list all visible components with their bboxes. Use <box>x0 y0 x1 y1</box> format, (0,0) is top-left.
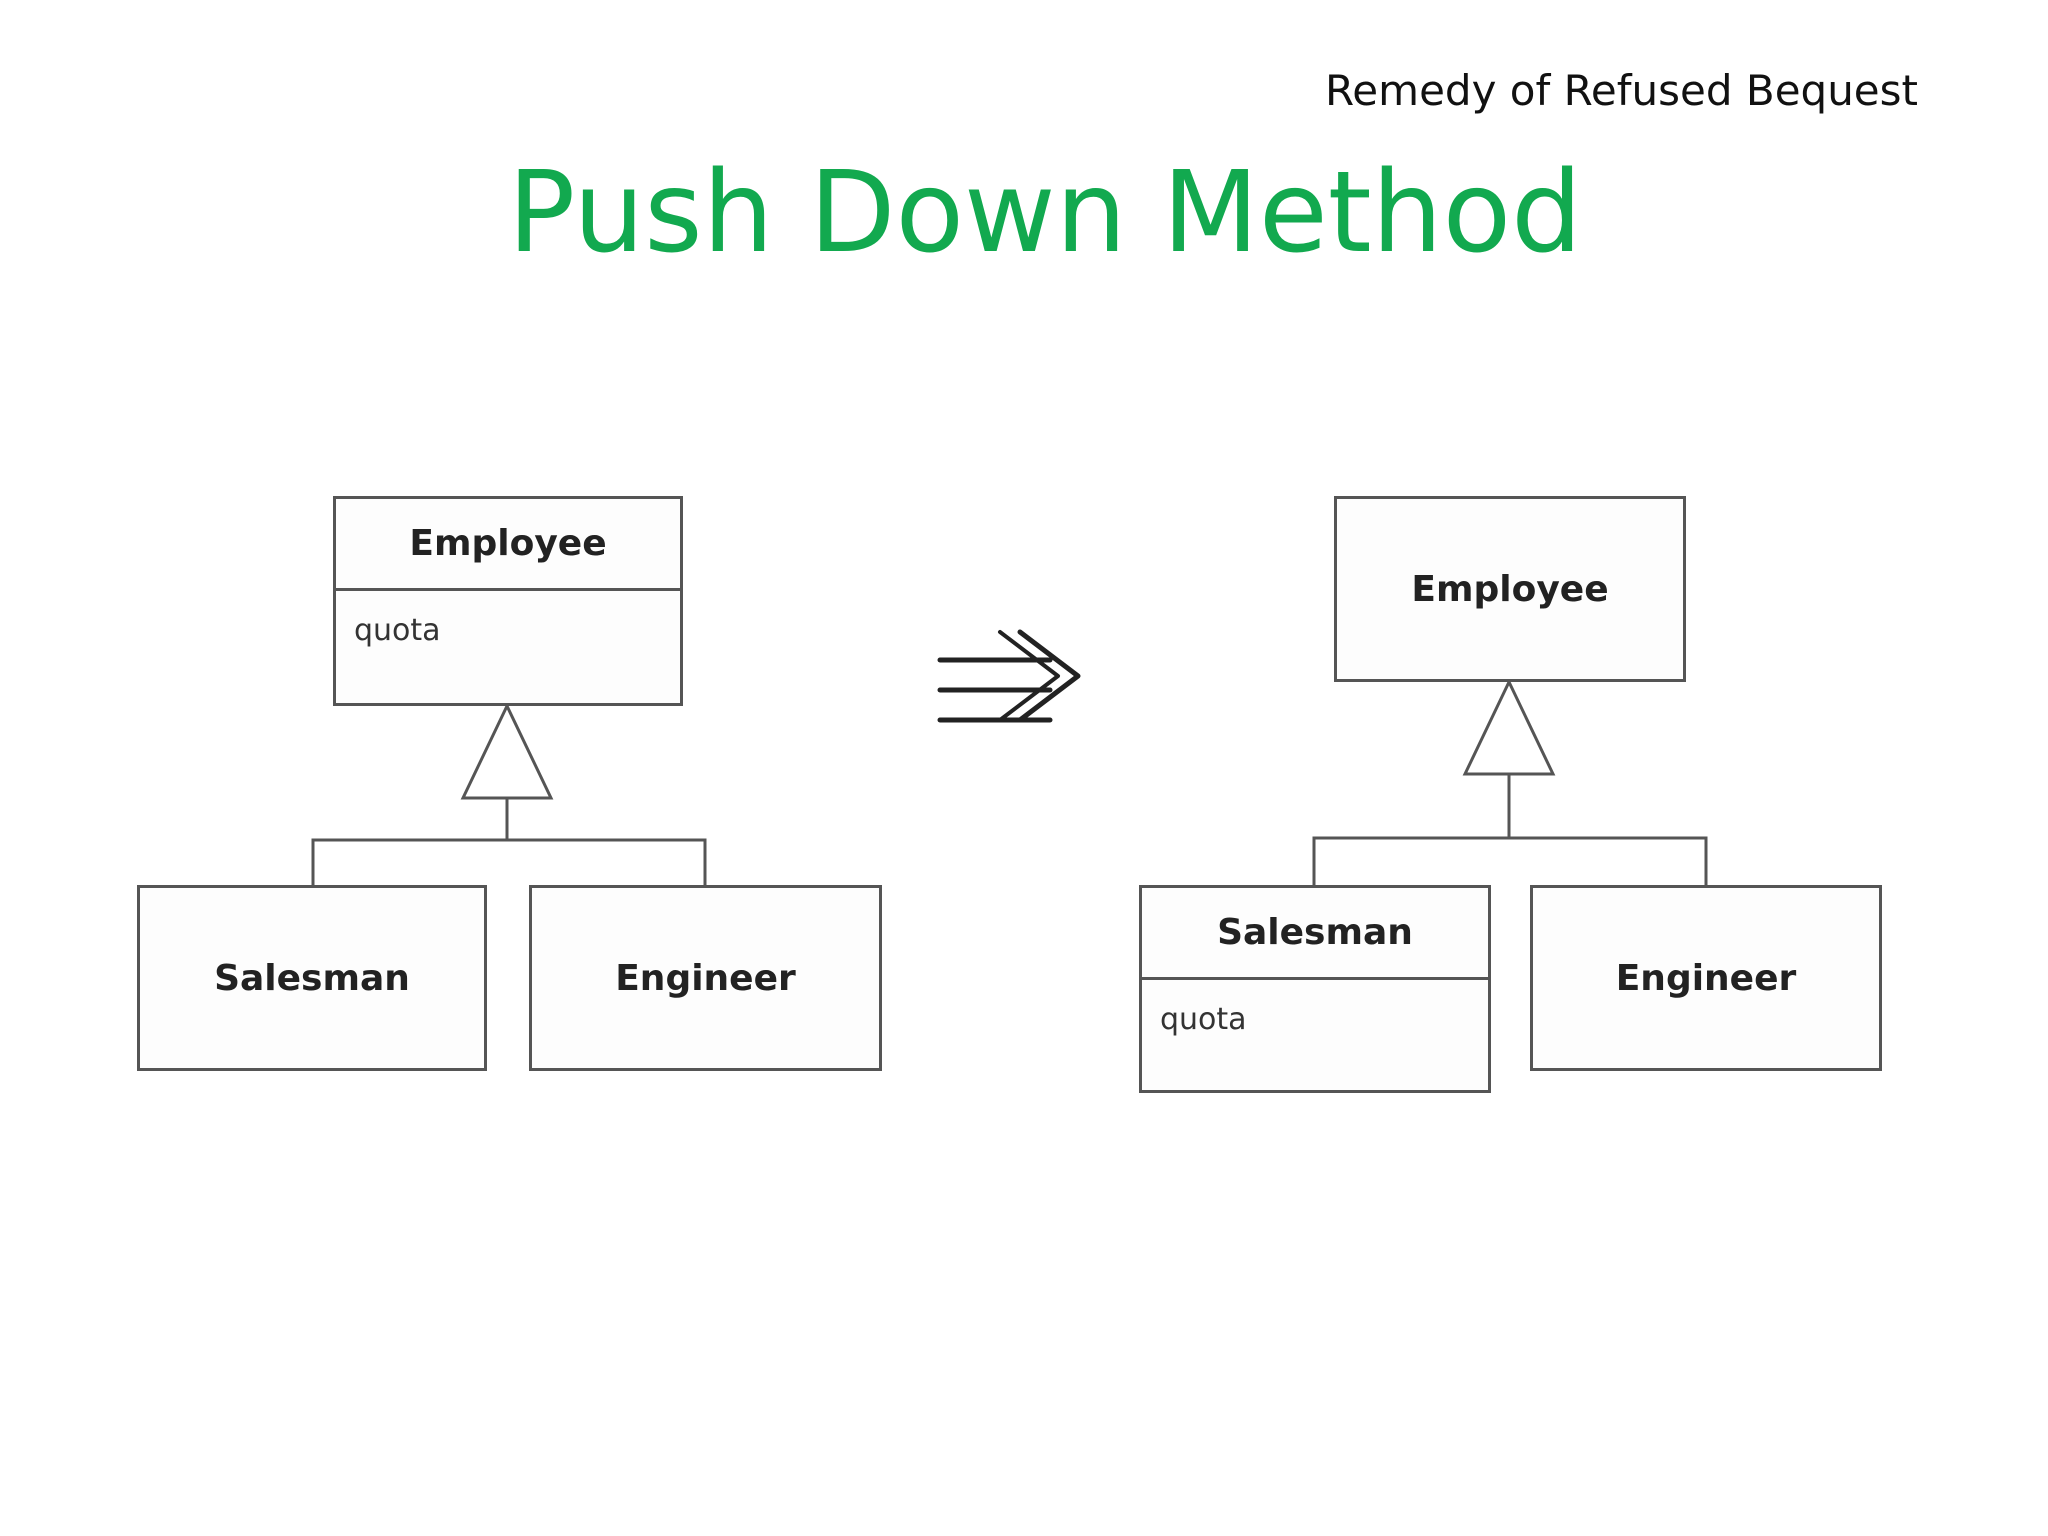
after-employee-class: Employee <box>1334 496 1686 682</box>
before-employee-class: Employee quota <box>333 496 683 706</box>
implies-arrow-icon <box>937 629 1081 723</box>
slide-subtitle: Remedy of Refused Bequest <box>1325 66 1918 115</box>
after-engineer-name: Engineer <box>1615 957 1797 999</box>
after-salesman-attribute: quota <box>1160 1002 1247 1037</box>
slide-title: Push Down Method <box>507 148 1583 278</box>
before-salesman-name: Salesman <box>214 957 410 999</box>
before-engineer-class: Engineer <box>529 885 882 1071</box>
after-inheritance-triangle <box>1462 678 1556 776</box>
after-employee-name: Employee <box>1411 568 1609 610</box>
before-employee-name: Employee <box>336 499 680 591</box>
after-engineer-class: Engineer <box>1530 885 1882 1071</box>
after-branch-line <box>1312 836 1708 886</box>
before-branch-line <box>311 838 707 886</box>
before-engineer-name: Engineer <box>615 957 796 999</box>
before-salesman-class: Salesman <box>137 885 487 1071</box>
before-inheritance-triangle <box>460 702 554 800</box>
before-employee-attribute: quota <box>354 613 441 648</box>
after-salesman-class: Salesman quota <box>1139 885 1491 1093</box>
after-salesman-name: Salesman <box>1142 888 1488 980</box>
